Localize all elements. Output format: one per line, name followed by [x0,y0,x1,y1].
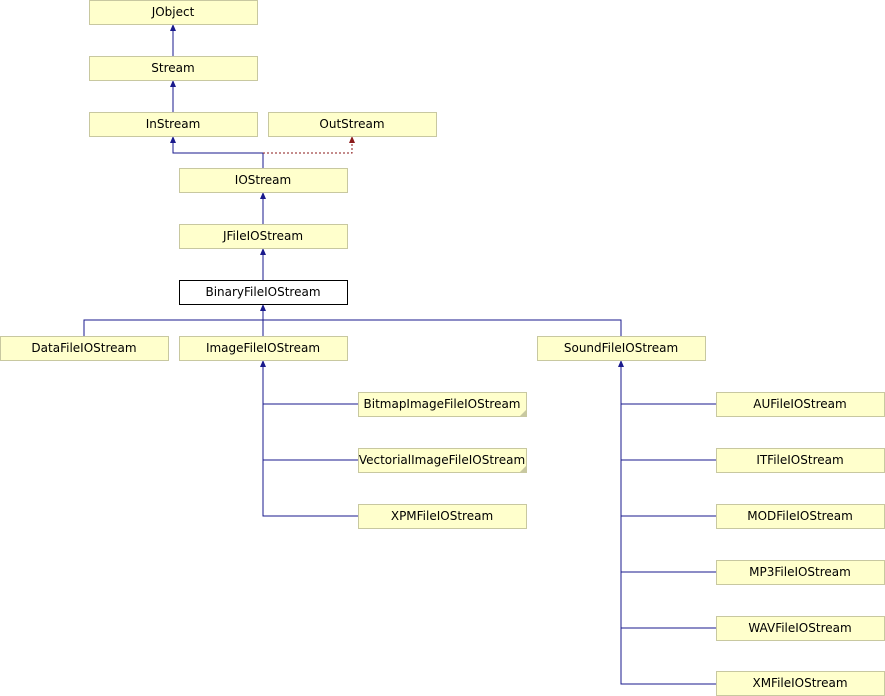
class-label-vectorialimagefileiostream: VectorialImageFileIOStream [359,453,525,467]
class-label-bitmapimagefileiostream: BitmapImageFileIOStream [364,397,521,411]
class-label-soundfileiostream: SoundFileIOStream [564,341,678,355]
arrowhead-instream [170,136,176,143]
class-label-xpmfileiostream: XPMFileIOStream [391,509,493,523]
class-label-iostream: IOStream [235,173,291,187]
class-node-datafileiostream[interactable]: DataFileIOStream [0,336,169,361]
edge-datafileiostream-to-binaryfileiostream [83,305,264,336]
arrowhead-soundfileiostream [618,360,624,367]
class-node-wavfileiostream[interactable]: WAVFileIOStream [716,616,885,641]
class-node-itfileiostream[interactable]: ITFileIOStream [716,448,885,473]
class-node-mp3fileiostream[interactable]: MP3FileIOStream [716,560,885,585]
class-label-instream: InStream [146,117,201,131]
class-label-jfileiostream: JFileIOStream [222,229,303,243]
arrowhead-binaryfileiostream [260,304,266,311]
class-node-stream[interactable]: Stream [89,56,258,81]
class-label-aufileiostream: AUFileIOStream [753,397,846,411]
arrowhead-iostream [260,192,266,199]
class-node-imagefileiostream[interactable]: ImageFileIOStream [179,336,348,361]
edge-aufileiostream-to-soundfileiostream [620,361,716,405]
class-label-mp3fileiostream: MP3FileIOStream [749,565,851,579]
class-node-modfileiostream[interactable]: MODFileIOStream [716,504,885,529]
arrowhead-jobject [170,24,176,31]
class-node-bitmapimagefileiostream[interactable]: BitmapImageFileIOStream [358,392,527,417]
class-label-imagefileiostream: ImageFileIOStream [206,341,320,355]
edge-soundfileiostream-to-binaryfileiostream [262,305,622,336]
edge-xmfileiostream-to-soundfileiostream [620,361,716,685]
class-label-datafileiostream: DataFileIOStream [31,341,136,355]
class-label-stream: Stream [151,61,194,75]
edge-wavfileiostream-to-soundfileiostream [620,361,716,629]
arrowhead-jfileiostream [260,248,266,255]
class-node-jfileiostream[interactable]: JFileIOStream [179,224,348,249]
edge-itfileiostream-to-soundfileiostream [620,361,716,461]
class-node-vectorialimagefileiostream[interactable]: VectorialImageFileIOStream [358,448,527,473]
class-label-xmfileiostream: XMFileIOStream [752,676,847,690]
collapsed-marker-icon [520,466,526,472]
class-label-jobject: JObject [151,5,195,19]
class-label-itfileiostream: ITFileIOStream [756,453,843,467]
edge-mp3fileiostream-to-soundfileiostream [620,361,716,573]
class-label-outstream: OutStream [319,117,384,131]
edge-iostream-to-instream [172,137,264,168]
class-node-soundfileiostream[interactable]: SoundFileIOStream [537,336,706,361]
edge-vectorialimagefileiostream-to-imagefileiostream [262,361,358,461]
class-node-jobject[interactable]: JObject [89,0,258,25]
edge-modfileiostream-to-soundfileiostream [620,361,716,517]
edges-layer [83,25,716,685]
class-node-xpmfileiostream[interactable]: XPMFileIOStream [358,504,527,529]
class-label-modfileiostream: MODFileIOStream [747,509,853,523]
class-node-aufileiostream[interactable]: AUFileIOStream [716,392,885,417]
arrowhead-outstream [349,136,355,143]
collapsed-marker-icon [520,410,526,416]
edge-iostream-to-outstream [263,137,353,154]
class-node-binaryfileiostream: BinaryFileIOStream [179,280,348,305]
class-node-xmfileiostream[interactable]: XMFileIOStream [716,671,885,696]
arrowhead-stream [170,80,176,87]
class-node-instream[interactable]: InStream [89,112,258,137]
edge-xpmfileiostream-to-imagefileiostream [262,361,358,517]
arrowhead-imagefileiostream [260,360,266,367]
class-label-wavfileiostream: WAVFileIOStream [748,621,851,635]
edge-bitmapimagefileiostream-to-imagefileiostream [262,361,358,405]
arrowheads-layer [170,24,624,367]
class-label-binaryfileiostream: BinaryFileIOStream [205,285,320,299]
class-node-iostream[interactable]: IOStream [179,168,348,193]
class-node-outstream[interactable]: OutStream [268,112,437,137]
